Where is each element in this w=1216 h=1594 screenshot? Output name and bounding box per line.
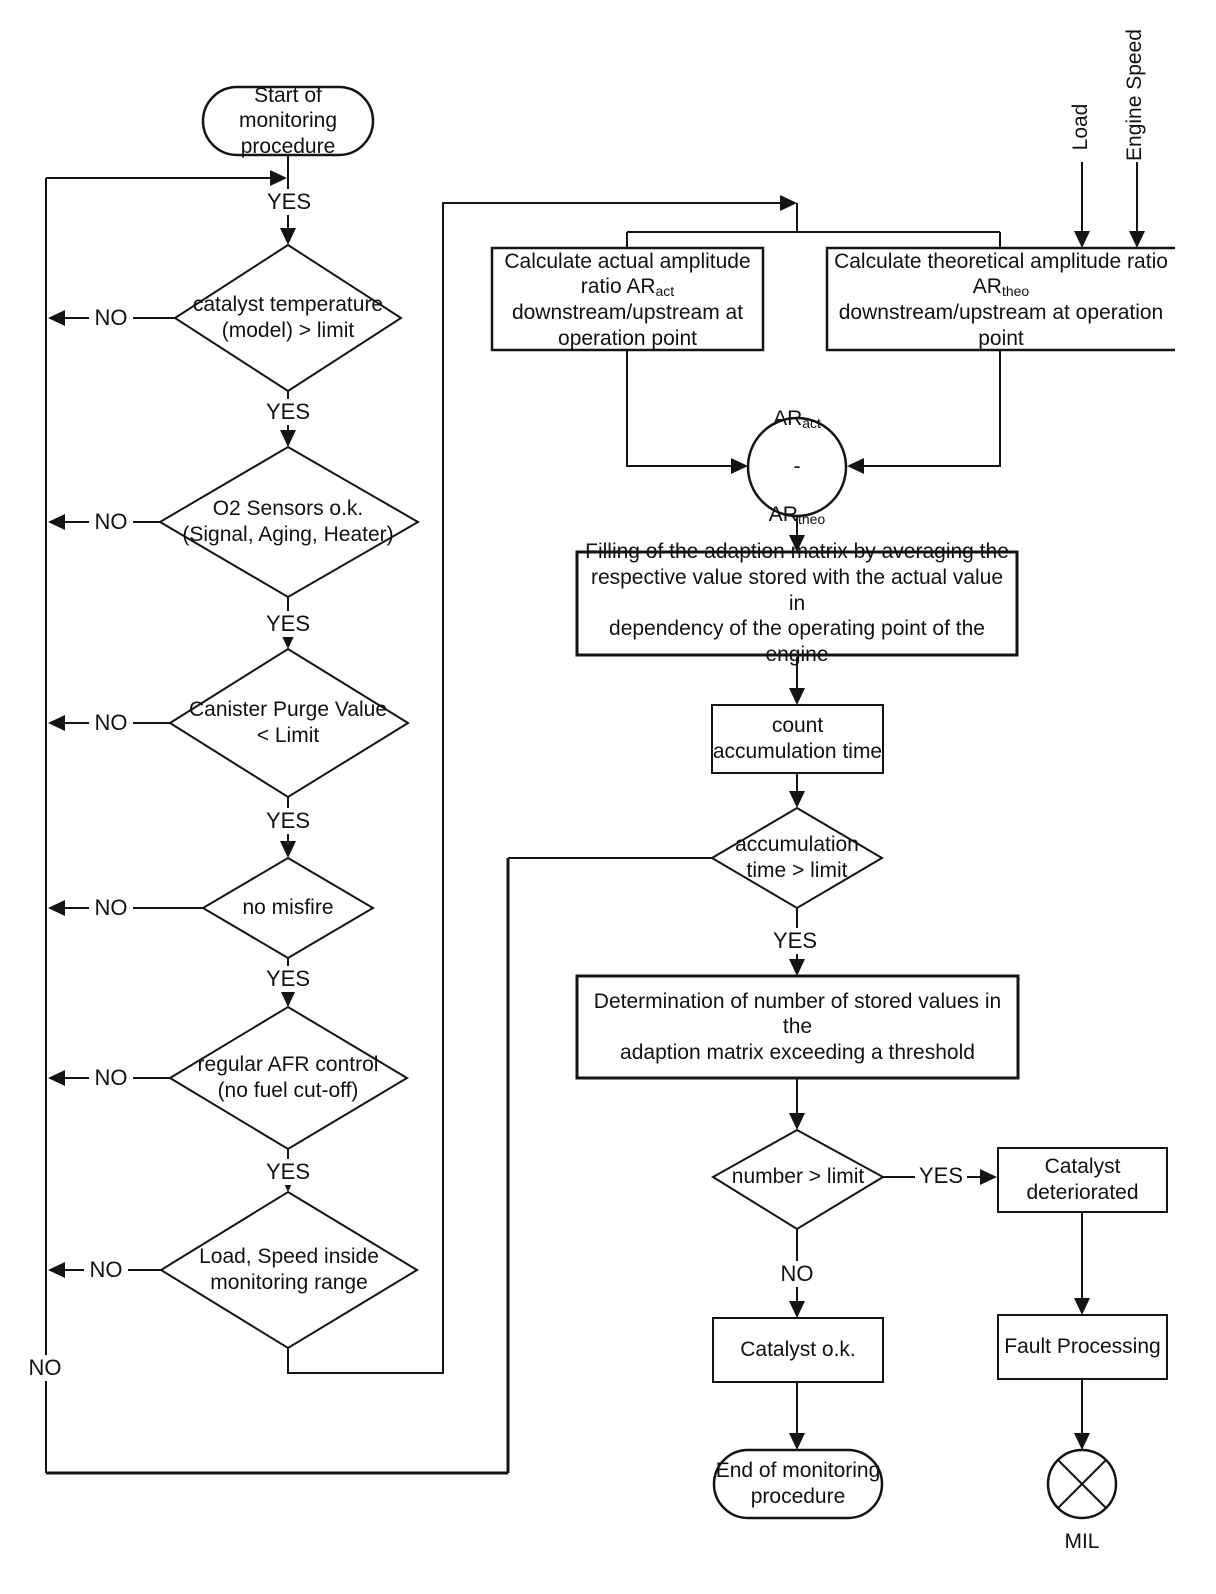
mil-indicator-cross — [1057, 1459, 1107, 1509]
process-filling-label: Filling of the adaption matrix by averag… — [585, 540, 1009, 666]
edge-label-no-canister-purge: NO — [89, 710, 133, 736]
decision-o2-sensors-shape — [158, 445, 421, 599]
mil-indicator-label: MIL — [1064, 1530, 1100, 1554]
decision-catalyst-temp-shape — [173, 243, 403, 393]
decision-load-speed-shape — [159, 1190, 419, 1350]
decision-load-speed-label: Load, Speed inside monitoring range — [199, 1245, 379, 1294]
decision-no-misfire-shape — [201, 856, 375, 960]
process-calc-actual-label: Calculate actual amplitude ratio ARact d… — [504, 249, 751, 350]
difference-junction-label: ARact - ARtheo — [768, 406, 826, 528]
arrowhead — [1074, 231, 1090, 248]
process-calc-theoretical-label: Calculate theoretical amplitude ratio AR… — [834, 249, 1168, 350]
decision-afr-control-label: regular AFR control (no fuel cut-off) — [197, 1053, 379, 1102]
decision-accumulation-label: accumulation time > limit — [735, 833, 859, 882]
arrowhead — [1129, 231, 1145, 248]
edge-label-no-load-speed: NO — [84, 1257, 128, 1283]
arrowhead — [280, 228, 296, 245]
decision-number-limit-label: number > limit — [731, 1165, 865, 1189]
end-terminator-label: End of monitoring procedure — [715, 1459, 881, 1508]
arrowhead — [280, 430, 296, 447]
arrowhead — [48, 514, 65, 530]
engine-speed-input-label: Engine Speed — [1123, 29, 1147, 161]
arrowhead — [48, 715, 65, 731]
arrowhead — [847, 458, 864, 474]
decision-number-limit-shape — [711, 1128, 886, 1231]
arrowhead — [789, 1301, 805, 1318]
arrowhead — [789, 535, 805, 552]
start-terminator-shape — [201, 85, 375, 157]
load-input-label: Load — [1069, 103, 1093, 151]
edge-label-no-no-misfire: NO — [89, 895, 133, 921]
arrowhead — [1074, 1433, 1090, 1450]
arrowhead — [731, 458, 748, 474]
arrowhead — [48, 900, 65, 916]
decision-canister-purge-label: Canister Purge Value < Limit — [188, 698, 388, 747]
edge-label-yes-afr-control: YES — [262, 1159, 314, 1185]
process-catalyst-ok-label: Catalyst o.k. — [740, 1338, 856, 1362]
process-catalyst-deteriorated-shape — [997, 1147, 1168, 1213]
decision-o2-sensors-label: O2 Sensors o.k. (Signal, Aging, Heater) — [182, 497, 394, 546]
edge-label-yes-accumulation: YES — [769, 928, 821, 954]
process-fault-processing-label: Fault Processing — [1004, 1335, 1161, 1359]
process-calc-theoretical-shape — [825, 246, 1175, 352]
edge-label-yes-catalyst-temp: YES — [262, 399, 314, 425]
decision-canister-purge-shape — [168, 647, 410, 799]
process-calc-actual-shape — [490, 246, 765, 352]
edge-label-no-afr-control: NO — [89, 1065, 133, 1091]
node-shapes — [158, 85, 1175, 1520]
arrowhead — [48, 1262, 65, 1278]
calc-actual-out — [626, 350, 733, 467]
process-determination-label: Determination of number of stored values… — [593, 989, 1002, 1064]
difference-junction-shape — [746, 416, 848, 518]
edge-label-yes-no-misfire: YES — [262, 966, 314, 992]
arrowhead — [789, 1433, 805, 1450]
edge-label-yes-o2-sensors: YES — [262, 611, 314, 637]
arrowhead — [270, 170, 287, 186]
arrowhead — [280, 841, 296, 858]
edge-label-yes-canister-purge: YES — [262, 808, 314, 834]
end-terminator-shape — [712, 1448, 884, 1520]
arrowhead — [789, 791, 805, 808]
decision-accumulation-shape — [710, 806, 884, 910]
edge-label-no-number-limit: NO — [775, 1261, 819, 1287]
edge-label-yes-number-limit: YES — [915, 1163, 967, 1189]
process-catalyst-ok-shape — [712, 1317, 884, 1383]
arrowhead — [980, 1169, 997, 1185]
calc-theo-out — [862, 350, 1001, 467]
process-catalyst-deteriorated-label: Catalyst deteriorated — [1026, 1155, 1139, 1204]
edge-label-no-o2-sensors: NO — [89, 509, 133, 535]
edge-label-yes-start: YES — [263, 189, 315, 215]
edge-label-no-catalyst-temp: NO — [89, 305, 133, 331]
decision-afr-control-shape — [168, 1005, 409, 1151]
arrowhead — [789, 688, 805, 705]
process-determination-shape — [575, 974, 1020, 1080]
decision-no-misfire-label: no misfire — [242, 896, 334, 920]
yes-loop-up — [287, 202, 782, 1374]
edge-label-no-accumulation-loop: NO — [23, 1355, 67, 1381]
process-fault-processing-shape — [997, 1314, 1168, 1380]
process-count-shape — [711, 704, 884, 774]
arrowhead — [780, 195, 797, 211]
process-count-label: count accumulation time — [712, 714, 883, 763]
arrowhead — [789, 959, 805, 976]
arrowhead — [48, 1070, 65, 1086]
start-terminator-label: Start of monitoring procedure — [238, 83, 338, 158]
decision-catalyst-temp-label: catalyst temperature (model) > limit — [192, 293, 384, 342]
arrowhead — [789, 1113, 805, 1130]
arrowhead — [280, 990, 296, 1007]
process-filling-shape — [575, 550, 1019, 657]
arrowhead — [48, 310, 65, 326]
arrowhead — [1074, 1298, 1090, 1315]
